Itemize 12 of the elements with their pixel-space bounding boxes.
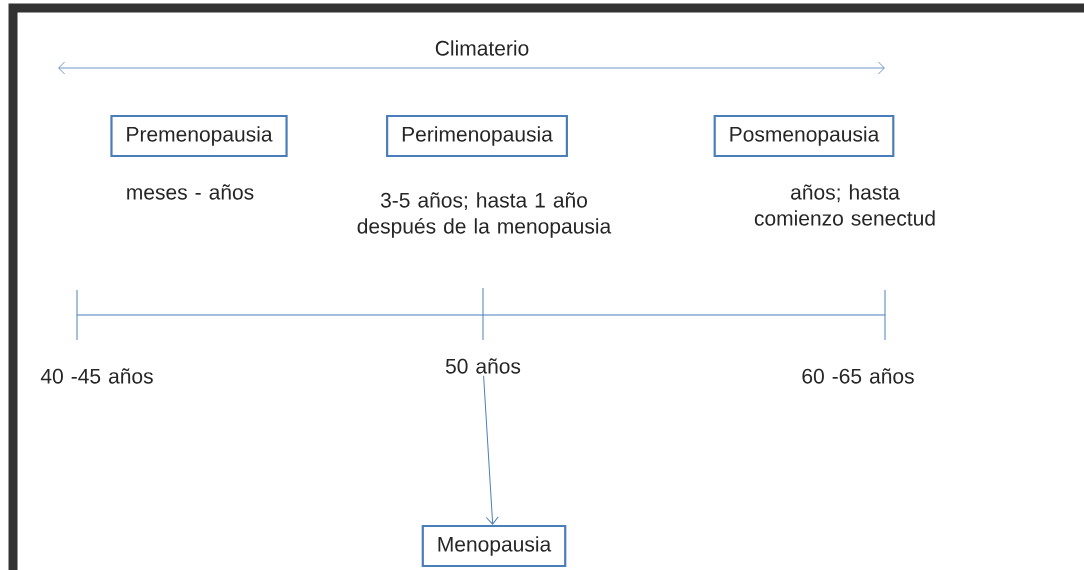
duration-text: meses - años [127,184,254,200]
arrow [483,375,499,525]
stage-box: Menopausia [421,524,567,568]
age-label: 50 años [445,358,521,374]
stage-box: Premenopausia [110,114,288,158]
age-label: 40 -45 años [40,368,153,384]
span-label: Climaterio [435,40,529,56]
age-label: 60 -65 años [802,368,914,384]
duration-text: años; hasta comienzo senectud [754,184,935,226]
duration-text: 3-5 años; hasta 1 año después de la menopausia [357,192,612,238]
stage-box: Posmenopausia [713,114,895,158]
stage-box: Perimenopausia [386,114,568,158]
